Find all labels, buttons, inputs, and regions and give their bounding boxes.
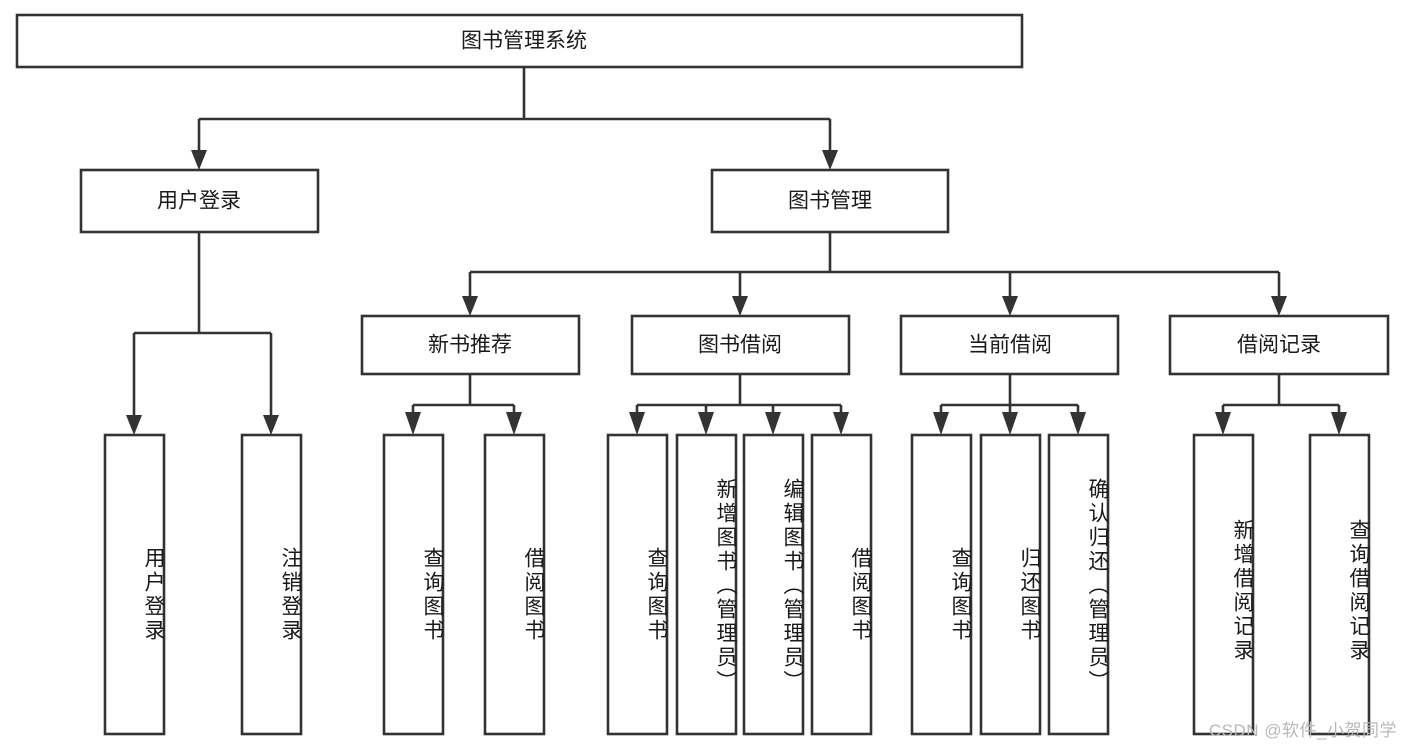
node-box-leaf-book-borrow-1[interactable] bbox=[606, 433, 669, 736]
node-box-leaf-user-login-2[interactable] bbox=[240, 433, 303, 736]
arrowhead-borrowrecord-leaf-2 bbox=[1331, 412, 1347, 435]
node-box-root[interactable] bbox=[15, 13, 1024, 69]
label-user-login: 用户登录 bbox=[157, 190, 241, 213]
arrowhead-bookborrow-leaf-3 bbox=[765, 412, 781, 435]
arrowhead-root-to-book-management bbox=[822, 150, 838, 170]
arrowhead-currentborrow-leaf-2 bbox=[1002, 412, 1018, 435]
node-box-leaf-current-borrow-3[interactable] bbox=[1047, 433, 1110, 736]
node-box-leaf-new-book-2[interactable] bbox=[483, 433, 546, 736]
node-box-book-borrow[interactable] bbox=[630, 314, 851, 376]
arrowhead-bookmgmt-to-current-borrow bbox=[1002, 296, 1018, 316]
label-book-management: 图书管理 bbox=[788, 190, 872, 213]
arrowhead-bookmgmt-to-new-book bbox=[462, 296, 478, 316]
arrowhead-newbook-leaf-2 bbox=[506, 412, 522, 435]
node-box-leaf-book-borrow-4[interactable] bbox=[810, 433, 873, 736]
arrowhead-currentborrow-leaf-1 bbox=[933, 412, 949, 435]
node-box-borrow-record[interactable] bbox=[1168, 314, 1390, 376]
node-box-current-borrow[interactable] bbox=[899, 314, 1120, 376]
node-box-leaf-borrow-record-1[interactable] bbox=[1192, 433, 1255, 736]
node-box-book-management[interactable] bbox=[710, 168, 950, 234]
arrowhead-bookborrow-leaf-4 bbox=[833, 412, 849, 435]
arrowhead-userlogin-leaf-1 bbox=[126, 415, 142, 435]
label-current-borrow: 当前借阅 bbox=[968, 334, 1052, 357]
node-box-leaf-borrow-record-2[interactable] bbox=[1308, 433, 1371, 736]
node-box-leaf-current-borrow-2[interactable] bbox=[979, 433, 1042, 736]
arrowhead-userlogin-leaf-2 bbox=[263, 415, 279, 435]
label-new-book-recommend: 新书推荐 bbox=[428, 334, 512, 357]
horizontal-label-layer: 图书管理系统 用户登录 图书管理 新书推荐 图书借阅 当前借阅 借阅记录 bbox=[157, 30, 1321, 357]
node-box-leaf-book-borrow-3[interactable] bbox=[742, 433, 805, 736]
label-borrow-record: 借阅记录 bbox=[1237, 334, 1321, 357]
arrowhead-newbook-leaf-1 bbox=[405, 412, 421, 435]
node-box-leaf-user-login-1[interactable] bbox=[103, 433, 166, 736]
label-book-borrow: 图书借阅 bbox=[698, 334, 782, 357]
node-box-leaf-current-borrow-1[interactable] bbox=[910, 433, 973, 736]
arrowhead-bookmgmt-to-borrow-record bbox=[1271, 296, 1287, 316]
arrowhead-bookmgmt-to-book-borrow bbox=[732, 296, 748, 316]
node-box-leaf-book-borrow-2[interactable] bbox=[675, 433, 738, 736]
csdn-watermark: CSDN @软件_小贺同学 bbox=[1208, 721, 1397, 740]
node-box-layer bbox=[15, 13, 1390, 736]
arrowhead-borrowrecord-leaf-1 bbox=[1215, 412, 1231, 435]
arrowhead-currentborrow-leaf-3 bbox=[1070, 412, 1086, 435]
node-box-leaf-new-book-1[interactable] bbox=[382, 433, 445, 736]
label-root: 图书管理系统 bbox=[461, 30, 587, 53]
arrowhead-root-to-user-login bbox=[191, 150, 207, 170]
node-box-user-login[interactable] bbox=[79, 168, 320, 234]
node-box-new-book-recommend[interactable] bbox=[360, 314, 581, 376]
arrowhead-bookborrow-leaf-2 bbox=[698, 412, 714, 435]
connector-layer bbox=[126, 67, 1347, 435]
arrowhead-bookborrow-leaf-1 bbox=[629, 412, 645, 435]
